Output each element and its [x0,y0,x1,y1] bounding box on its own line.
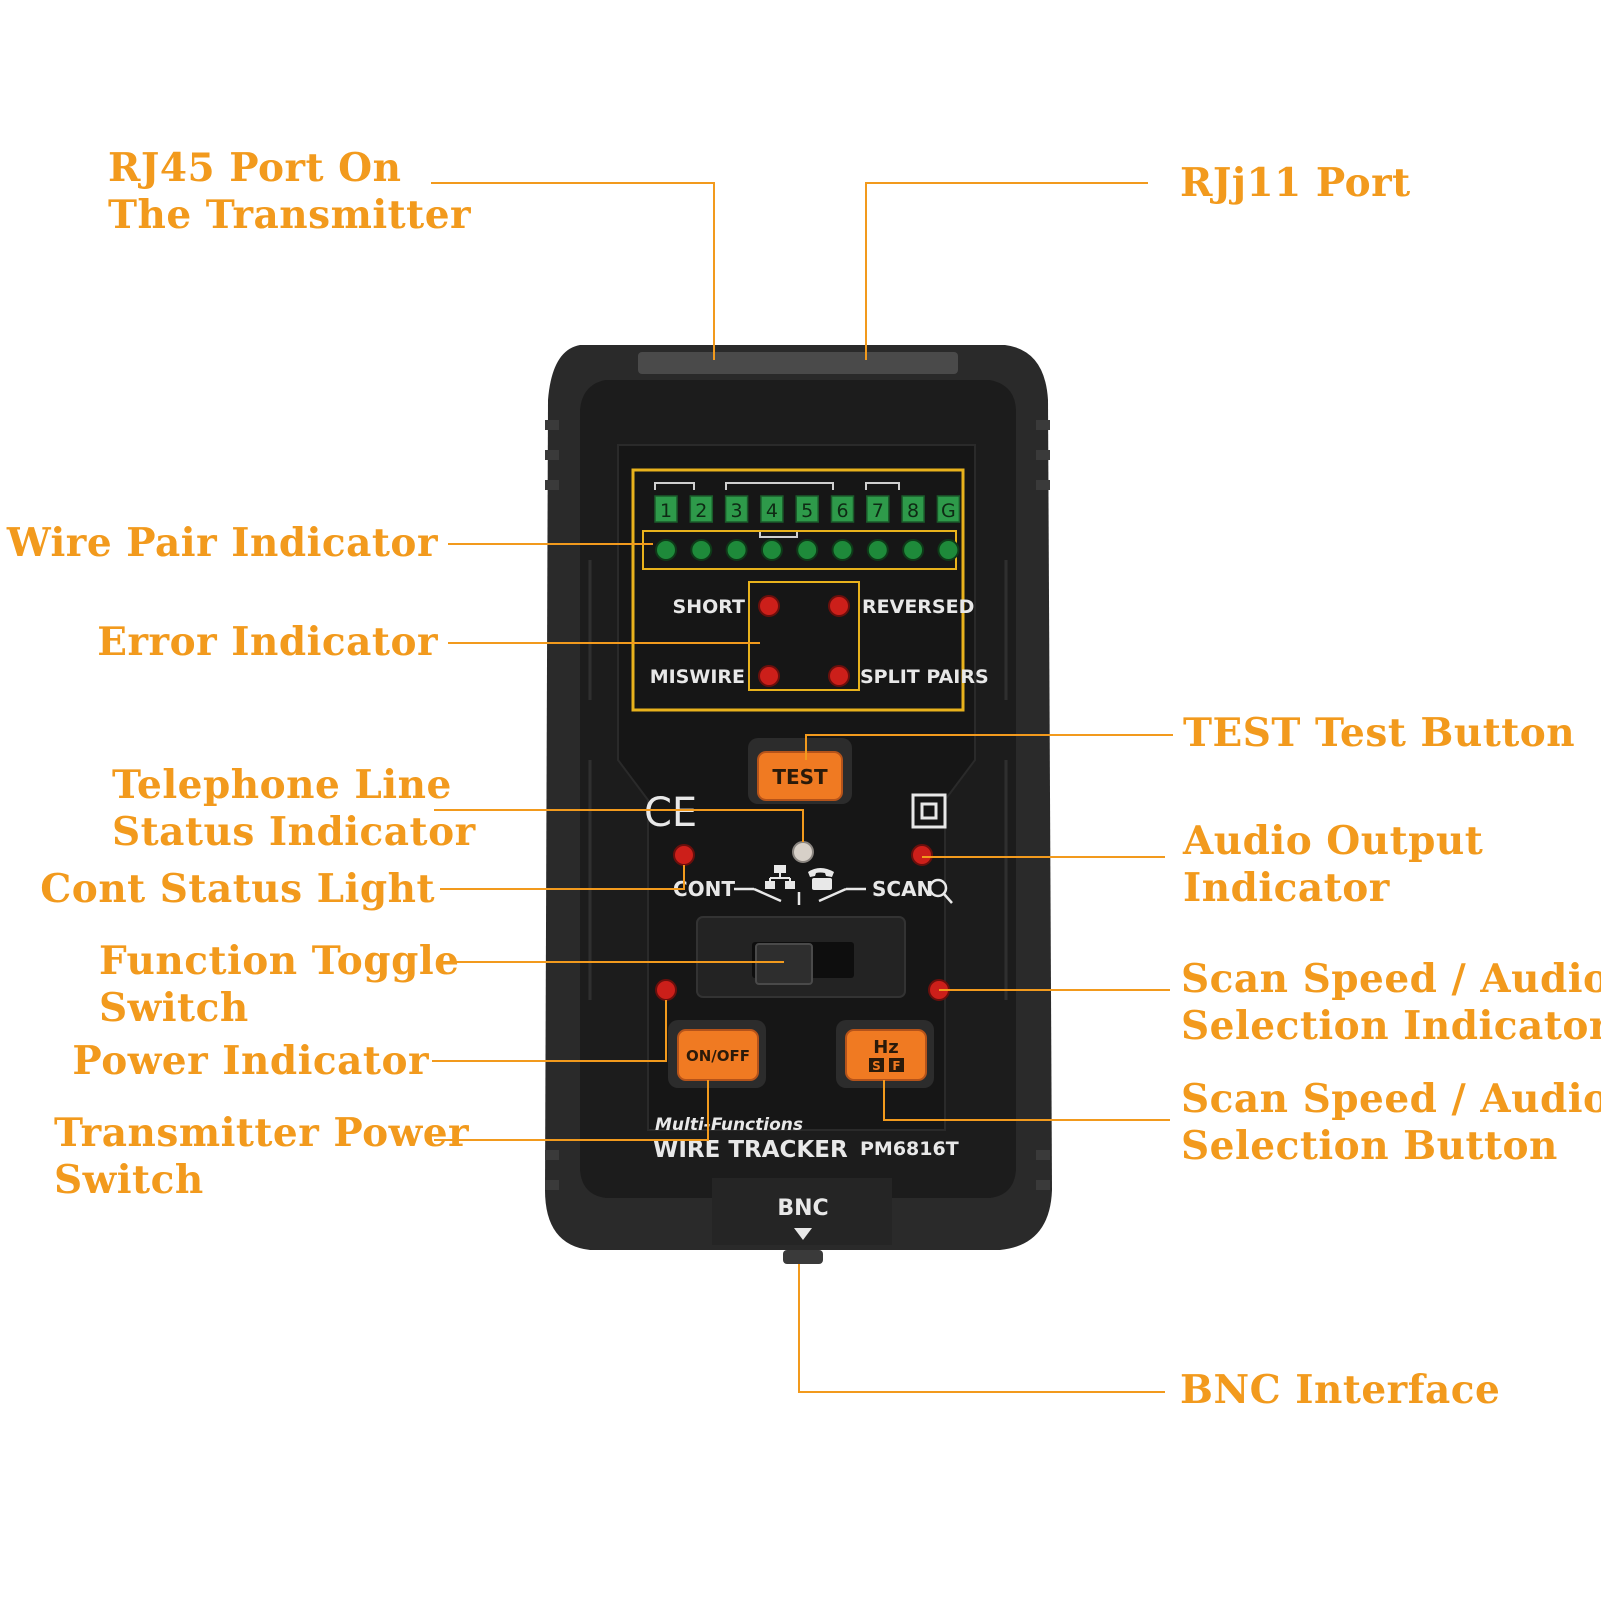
brand-line1: Multi-Functions [655,1115,803,1135]
pin-label: 4 [766,500,778,522]
bnc-arrow-icon [794,1228,812,1240]
reversed-led [828,595,850,617]
miswire-label: MISWIRE [650,666,745,688]
callout-test-button: TEST Test Button [1183,710,1576,756]
side-grooves [588,560,1008,1000]
callout-rj45-port: RJ45 Port On The Transmitter [108,145,472,238]
bumper-ribs-right [1036,420,1050,1190]
audio-output-led [911,844,933,866]
pin-box [724,495,749,523]
s-label: S [872,1059,881,1073]
miswire-led [758,665,780,687]
pin-box [654,495,678,523]
short-label: SHORT [673,596,746,618]
pin-box [689,495,714,523]
short-led [758,595,780,617]
pin-box [901,495,925,523]
callout-bnc-interface: BNC Interface [1180,1367,1501,1413]
brand-line2: WIRE TRACKER [653,1137,848,1163]
onoff-label: ON/OFF [686,1047,750,1065]
telephone-status-led [792,841,814,863]
test-button-label: TEST [772,765,828,789]
pin-box [866,495,890,523]
scan-speed-button[interactable] [845,1029,927,1081]
pin-label: 6 [836,500,848,522]
pin-label: 7 [872,500,884,522]
pin-led [760,539,783,561]
split-pairs-label: SPLIT PAIRS [860,666,989,688]
ce-mark: CE [644,790,697,836]
power-led [655,979,677,1001]
cont-status-led [673,844,695,866]
pin-led [902,539,925,561]
error-indicator-box [748,581,860,691]
bnc-connector [783,1250,823,1264]
pin-leds [655,539,960,561]
pin-led [655,539,677,561]
hz-label: Hz [873,1037,899,1058]
double-insulation-icon [911,793,947,829]
pin-label: 5 [801,500,813,522]
bnc-housing [712,1178,892,1245]
pin-box [795,495,819,523]
model-label: PM6816T [860,1138,959,1160]
switch-schematic [734,887,866,905]
pin-led [937,539,960,561]
pin-box [936,495,961,523]
network-icon [765,865,795,889]
callout-telephone-status: Telephone Line Status Indicator [112,762,476,855]
callout-power-switch: Transmitter Power Switch [54,1110,470,1203]
test-button[interactable] [757,751,843,801]
callout-scan-indicator: Scan Speed / Audio Selection Indicator [1181,956,1601,1049]
reversed-label: REVERSED [862,596,974,618]
scan-label: SCAN [872,877,933,901]
telephone-icon [808,868,834,890]
callout-function-toggle: Function Toggle Switch [99,938,460,1031]
indicator-panel [631,468,965,712]
power-switch-button[interactable] [677,1029,759,1081]
callout-error-indicator: Error Indicator [97,619,438,665]
f-label: F [892,1059,900,1073]
callout-rj11-port: RJj11 Port [1180,160,1411,206]
pin-box [760,495,784,523]
pin-led [690,539,713,561]
callout-scan-button: Scan Speed / Audio Selection Button [1181,1076,1601,1169]
pin-label: 1 [660,500,672,522]
pin-label: 2 [695,500,707,522]
top-port-housing [638,352,958,374]
pin-box [830,495,855,523]
callout-power-indicator: Power Indicator [72,1038,429,1084]
leader-lines [431,182,1173,1393]
callout-wire-pair-indicator: Wire Pair Indicator [6,520,438,566]
split-pairs-led [828,665,850,687]
pair-brackets [654,482,900,538]
magnifier-icon [928,878,953,904]
pin-label: 8 [907,500,919,522]
pin-label: 3 [731,500,743,522]
bumper-ribs-left [545,420,559,1190]
pin-led [796,539,819,561]
pin-led [725,539,748,561]
pin-led [866,539,889,561]
function-toggle-switch[interactable] [755,943,813,985]
callout-cont-status: Cont Status Light [40,866,435,912]
bnc-label: BNC [777,1196,828,1221]
callout-audio-output: Audio Output Indicator [1183,818,1484,911]
pin-label: G [941,500,956,522]
pin-led [831,539,854,561]
